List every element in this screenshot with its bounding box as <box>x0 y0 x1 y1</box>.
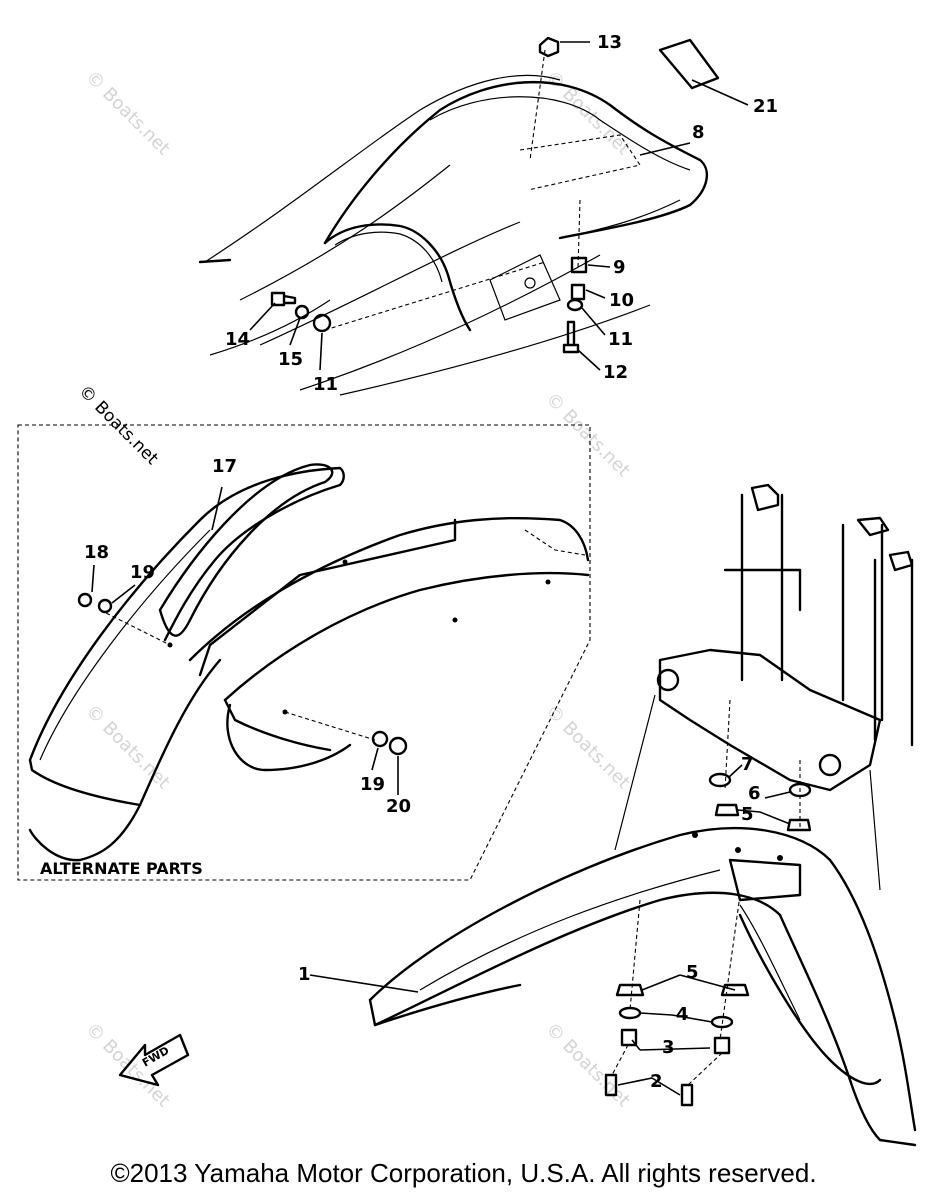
nut-20 <box>388 736 408 756</box>
watermark: © Boats.net <box>541 701 633 793</box>
bolt-12 <box>562 320 580 354</box>
callout-5: 5 <box>686 962 699 983</box>
rear-fender <box>323 80 709 245</box>
screw-18 <box>77 592 93 608</box>
washer-11 <box>566 298 584 312</box>
callout-21: 21 <box>753 96 778 117</box>
plate-21 <box>658 38 720 90</box>
triple-clamp <box>658 648 882 792</box>
callout-3: 3 <box>662 1037 675 1058</box>
callout-10: 10 <box>609 290 634 311</box>
spacer-9 <box>570 256 588 274</box>
watermark: © Boats.net <box>541 1019 633 1111</box>
callout-2: 2 <box>650 1071 663 1092</box>
callout-numbers: 13 21 8 9 10 11 12 14 15 11 17 18 19 19 … <box>40 32 778 1092</box>
grommet-5 <box>714 803 740 817</box>
washer-19 <box>97 598 113 614</box>
watermark: © Boats.net <box>81 67 173 159</box>
callout-9: 9 <box>613 257 626 278</box>
washer-7 <box>708 772 732 788</box>
callout-5: 5 <box>741 804 754 825</box>
callout-18: 18 <box>84 542 109 563</box>
alternate-parts-label: ALTERNATE PARTS <box>40 859 203 878</box>
callout-13: 13 <box>597 32 622 53</box>
strip-17 <box>158 463 334 637</box>
front-fork-assembly <box>309 483 917 1147</box>
washer-15 <box>294 304 310 320</box>
watermark: © Boats.net <box>81 701 173 793</box>
callout-14: 14 <box>225 329 250 350</box>
callout-7: 7 <box>741 754 754 775</box>
washer-11b <box>312 313 332 333</box>
alternate-parts-box <box>17 424 591 881</box>
front-fender-1 <box>368 826 917 1132</box>
callout-20: 20 <box>386 796 411 817</box>
collar-10 <box>570 283 586 301</box>
callout-11: 11 <box>313 374 338 395</box>
nut-13 <box>538 36 560 58</box>
callout-15: 15 <box>278 349 303 370</box>
callout-11: 11 <box>608 329 633 350</box>
callout-6: 6 <box>748 783 761 804</box>
callout-4: 4 <box>676 1004 689 1025</box>
watermark: © Boats.net <box>541 389 633 481</box>
callout-19: 19 <box>360 774 385 795</box>
washer-19b <box>371 730 389 748</box>
callout-17: 17 <box>212 456 237 477</box>
watermarks: © Boats.net © Boats.net © Boats.net © Bo… <box>74 67 633 1111</box>
copyright-notice: ©2013 Yamaha Motor Corporation, U.S.A. A… <box>110 1158 817 1188</box>
callout-12: 12 <box>603 362 628 383</box>
bolt-14 <box>270 291 297 307</box>
leaders-top <box>249 41 749 371</box>
callout-1: 1 <box>298 964 311 985</box>
rear-fender-assembly <box>198 36 720 396</box>
callout-19: 19 <box>130 562 155 583</box>
callout-8: 8 <box>692 122 705 143</box>
